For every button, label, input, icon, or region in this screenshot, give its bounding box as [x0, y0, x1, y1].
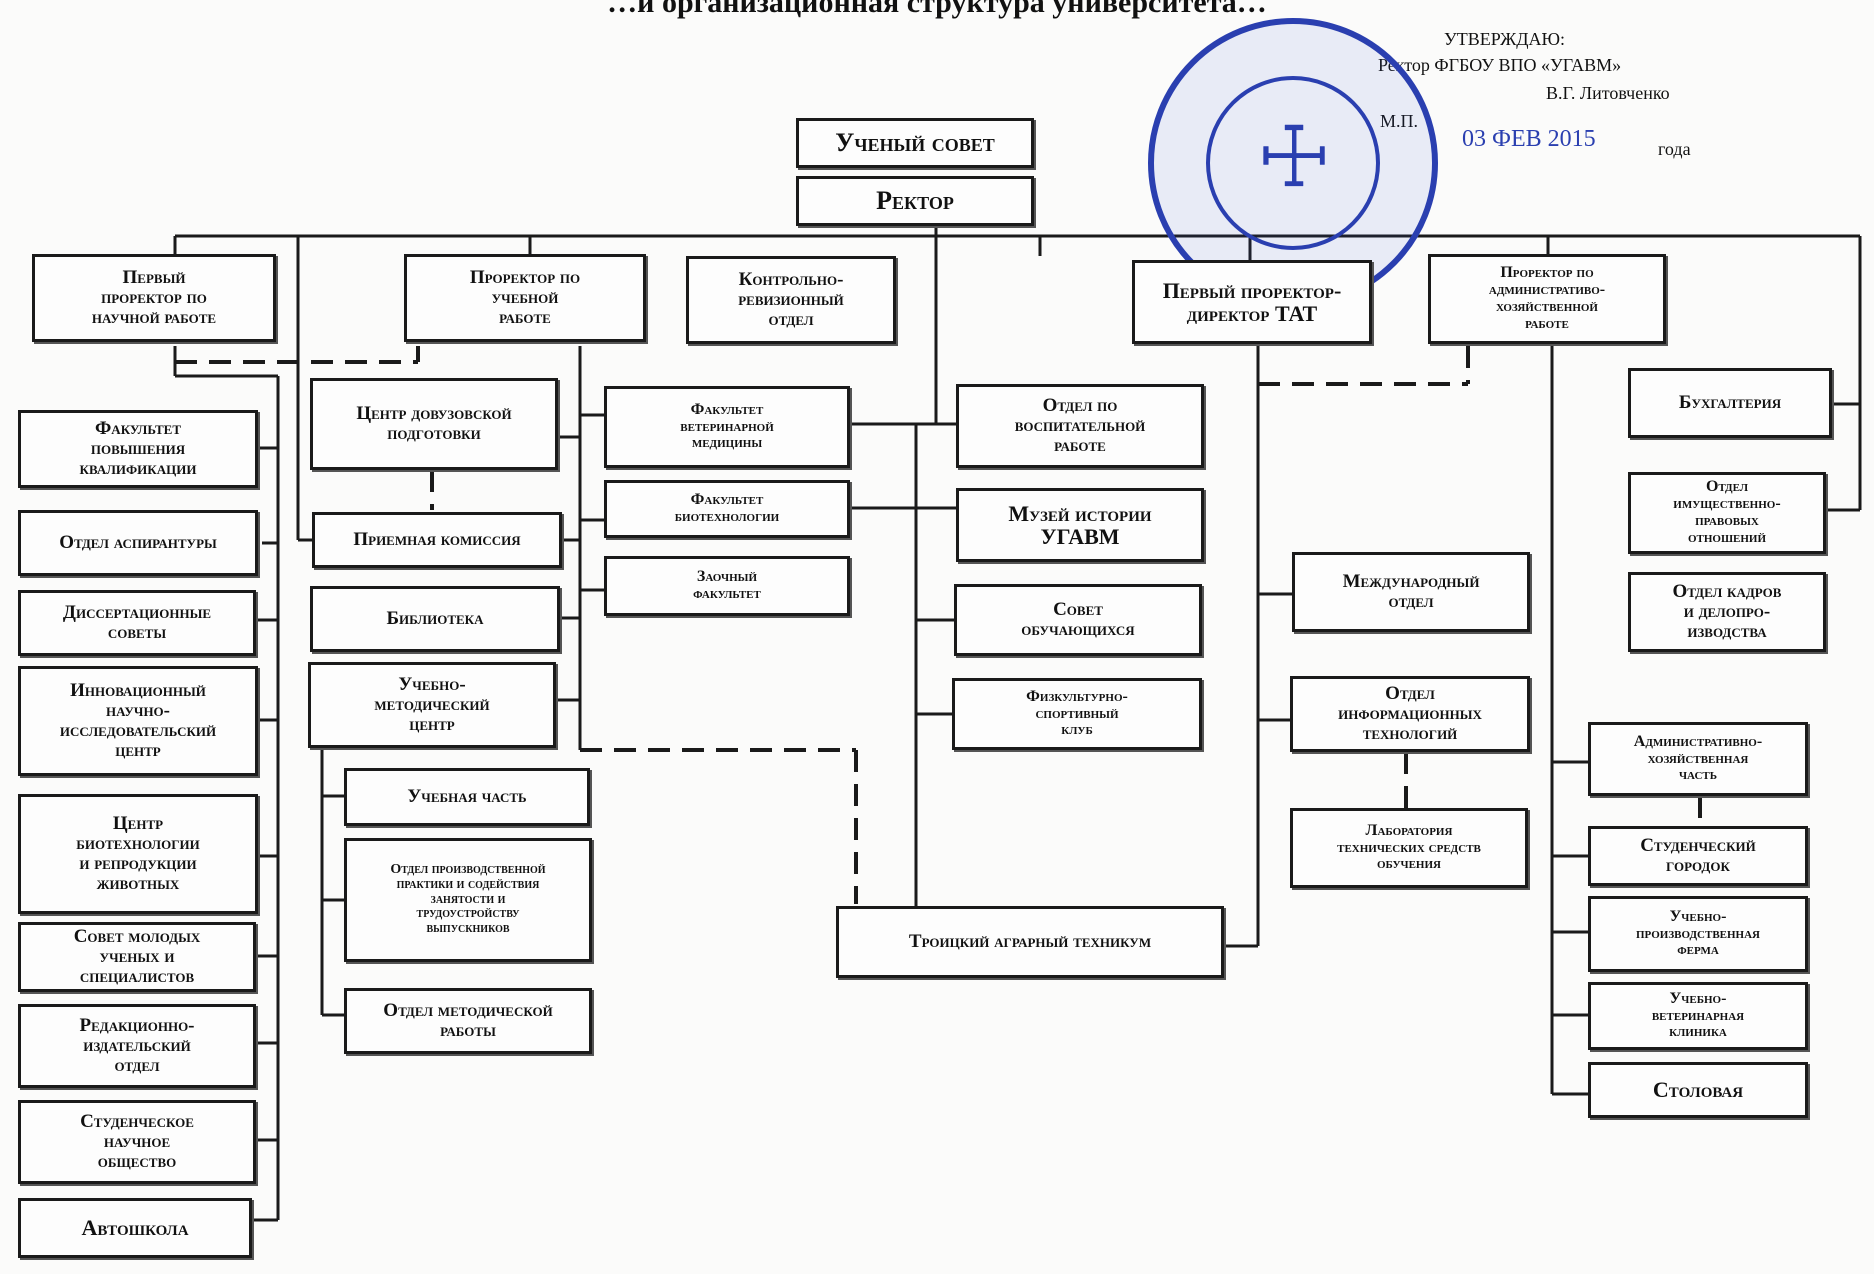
box-otdel-vospit: Отдел по воспитательной работе — [956, 384, 1204, 468]
box-pervyy-prorektor-tat: Первый проректор- директор ТАТ — [1132, 260, 1372, 344]
box-prorektor-ahr: Проректор по административо- хозяйственн… — [1428, 254, 1666, 344]
box-laboratoriya: Лаборатория технических средств обучения — [1290, 808, 1528, 888]
box-admin-hoz-chast: Административно- хозяйственная часть — [1588, 722, 1808, 796]
box-otdel-kadrov: Отдел кадров и делопро- изводства — [1628, 572, 1826, 652]
approve-signature: В.Г. Литовченко — [1546, 83, 1670, 103]
box-studencheskoe-no: Студенческое научное общество — [18, 1100, 256, 1184]
box-zaochnyy: Заочный факультет — [604, 556, 850, 616]
box-kontrolno-revizionnyy: Контрольно- ревизионный отдел — [686, 256, 896, 344]
box-ucheb-klinika: Учебно- ветеринарная клиника — [1588, 982, 1808, 1050]
box-pervyy-prorektor-nauka: Первый проректор по научной работе — [32, 254, 276, 342]
approve-year: года — [1658, 139, 1691, 159]
box-avtoshkola: Автошкола — [18, 1198, 252, 1258]
box-mezhdunarodnyy: Международный отдел — [1292, 552, 1530, 632]
box-innovatsionnyy: Инновационный научно- исследовательский … — [18, 666, 258, 776]
box-ucheb-ferma: Учебно- производственная ферма — [1588, 896, 1808, 972]
box-redaktsionno: Редакционно- издательский отдел — [18, 1004, 256, 1088]
box-tsentr-biotekh: Центр биотехнологии и репродукции животн… — [18, 794, 258, 914]
box-uchenyy-sovet: Ученый совет — [796, 118, 1034, 168]
official-seal-stamp: ☩ — [1148, 18, 1438, 308]
box-rektor: Ректор — [796, 176, 1034, 226]
page-title: …и организационная структура университет… — [607, 0, 1267, 19]
box-otdel-metod: Отдел методической работы — [344, 988, 592, 1054]
box-muzey: Музей истории УГАВМ — [956, 488, 1204, 562]
approve-heading: УТВЕРЖДАЮ: — [1444, 29, 1566, 49]
box-tsentr-dovuz: Центр довузовской подготовки — [310, 378, 558, 470]
seal-inner-ring — [1206, 76, 1380, 250]
box-biblioteka: Библиотека — [310, 586, 560, 652]
box-stud-gorodok: Студенческий городок — [1588, 826, 1808, 886]
box-otdel-praktiki: Отдел производственной практики и содейс… — [344, 838, 592, 962]
box-sovet-molodyh: Совет молодых ученых и специалистов — [18, 922, 256, 992]
box-stolovaya: Столовая — [1588, 1062, 1808, 1118]
box-fak-vet: Факультет ветеринарной медицины — [604, 386, 850, 468]
approve-date: 03 ФЕВ 2015 — [1462, 126, 1596, 152]
box-otdel-imush: Отдел имущественно- правовых отношений — [1628, 472, 1826, 554]
box-fak-povysheniya: Факультет повышения квалификации — [18, 410, 258, 488]
box-sovet-obuch: Совет обучающихся — [954, 584, 1202, 656]
box-otdel-aspirantury: Отдел аспирантуры — [18, 510, 258, 576]
box-fak-biotekh: Факультет биотехнологии — [604, 480, 850, 538]
box-uchebnaya-chast: Учебная часть — [344, 768, 590, 826]
box-prorektor-uchebnoy: Проректор по учебной работе — [404, 254, 646, 342]
approve-rector-line: Ректор ФГБОУ ВПО «УГАВМ» — [1378, 55, 1622, 75]
box-otdel-it: Отдел информационных технологий — [1290, 676, 1530, 752]
box-priemnaya: Приемная комиссия — [312, 512, 562, 568]
box-buhgalteriya: Бухгалтерия — [1628, 368, 1832, 438]
box-dissertatsionnye: Диссертационные советы — [18, 590, 256, 656]
box-umts: Учебно- методический центр — [308, 662, 556, 748]
eagle-emblem-icon: ☩ — [1256, 112, 1332, 205]
box-fizkult: Физкультурно- спортивный клуб — [952, 678, 1202, 750]
box-troitskiy: Троицкий аграрный техникум — [836, 906, 1224, 978]
